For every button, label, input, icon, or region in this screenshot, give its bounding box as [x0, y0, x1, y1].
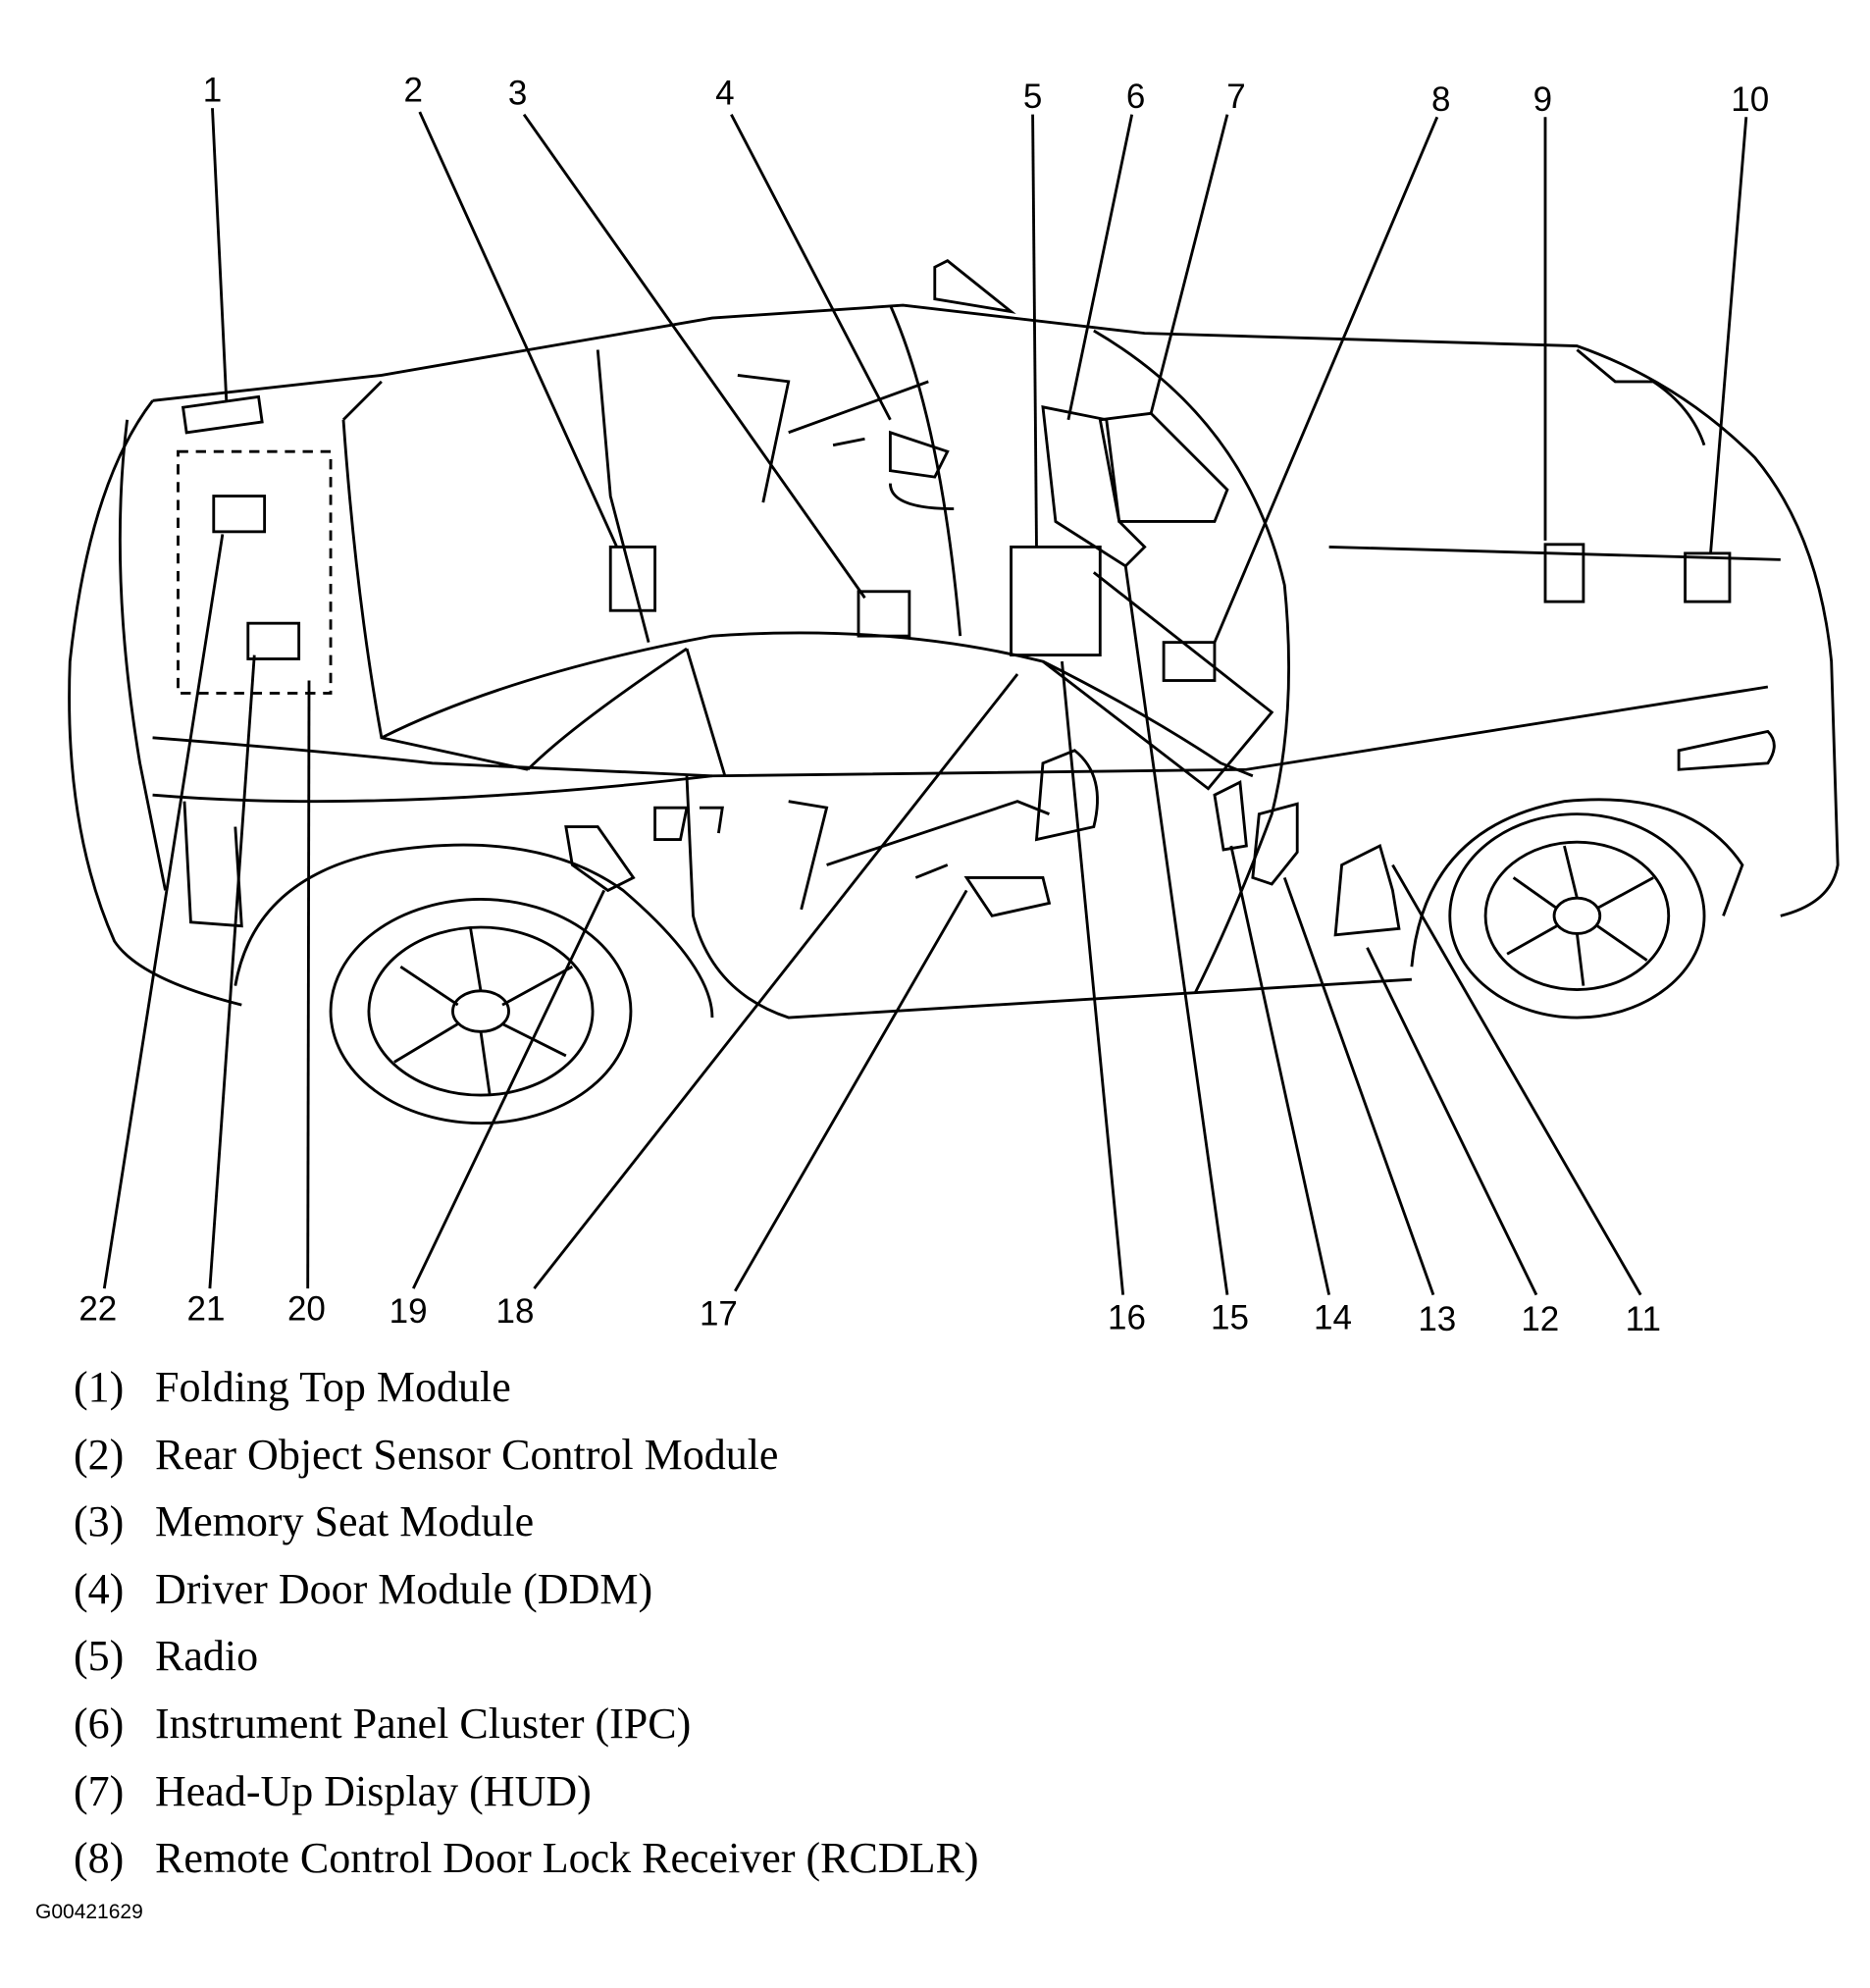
legend-item: (4) Driver Door Module (DDM) — [74, 1564, 978, 1632]
legend-item: (1) Folding Top Module — [74, 1362, 978, 1430]
callout-17: 17 — [700, 1295, 738, 1334]
legend-item: (5) Radio — [74, 1631, 978, 1699]
callout-21: 21 — [187, 1290, 226, 1329]
callout-6: 6 — [1126, 78, 1145, 116]
legend-text: Instrument Panel Cluster (IPC) — [155, 1699, 692, 1748]
callout-20: 20 — [287, 1290, 326, 1329]
vehicle-module-locator-diagram: 1 2 3 4 5 6 7 8 9 10 22 21 20 19 18 17 1… — [68, 72, 1840, 1338]
memory-seat-module-shape — [857, 590, 911, 638]
figure-id: G00421629 — [35, 1901, 143, 1923]
callout-10: 10 — [1731, 80, 1769, 119]
callout-4: 4 — [715, 74, 734, 112]
legend-text: Folding Top Module — [155, 1363, 511, 1411]
legend-number: (3) — [74, 1497, 125, 1546]
callout-3: 3 — [508, 74, 527, 112]
callout-2: 2 — [404, 72, 423, 110]
legend-text: Radio — [155, 1632, 259, 1681]
callout-numbers: 1 2 3 4 5 6 7 8 9 10 22 21 20 19 18 17 1… — [78, 72, 1769, 1338]
car-body-outline — [68, 259, 1840, 1020]
callout-9: 9 — [1533, 80, 1552, 119]
legend-item: (2) Rear Object Sensor Control Module — [74, 1430, 978, 1497]
callout-1: 1 — [203, 72, 222, 110]
legend-text: Memory Seat Module — [155, 1497, 535, 1546]
callout-15: 15 — [1211, 1299, 1249, 1337]
rear-object-sensor-module-shape — [608, 545, 657, 612]
callout-19: 19 — [390, 1292, 428, 1331]
rcdlr-shape — [1162, 641, 1217, 682]
front-wheel — [234, 843, 714, 1125]
legend-number: (4) — [74, 1564, 125, 1613]
legend-number: (8) — [74, 1834, 125, 1883]
callout-14: 14 — [1314, 1299, 1352, 1337]
legend-text: Rear Object Sensor Control Module — [155, 1430, 779, 1479]
rear-wheel — [1410, 798, 1744, 1020]
callout-11: 11 — [1626, 1300, 1661, 1338]
legend-text: Driver Door Module (DDM) — [155, 1564, 653, 1613]
dashed-area — [177, 449, 333, 695]
legend-item: (8) Remote Control Door Lock Receiver (RC… — [74, 1833, 978, 1901]
legend-text: Head-Up Display (HUD) — [155, 1766, 592, 1815]
folding-top-module-shape — [181, 394, 264, 435]
legend-number: (2) — [74, 1430, 125, 1479]
radio-shape — [1010, 545, 1102, 657]
modules — [177, 373, 1732, 937]
callout-12: 12 — [1521, 1300, 1559, 1338]
legend-list: (1) Folding Top Module (2) Rear Object Sen… — [74, 1362, 978, 1901]
legend-number: (1) — [74, 1363, 125, 1411]
leader-lines — [102, 108, 1748, 1296]
legend-text: Remote Control Door Lock Receiver (RCDLR… — [155, 1834, 979, 1883]
legend-number: (5) — [74, 1632, 125, 1681]
legend-number: (6) — [74, 1699, 125, 1748]
callout-22: 22 — [78, 1290, 117, 1329]
callout-16: 16 — [1108, 1299, 1146, 1337]
callout-7: 7 — [1226, 78, 1245, 116]
legend-item: (6) Instrument Panel Cluster (IPC) — [74, 1699, 978, 1766]
callout-18: 18 — [496, 1292, 535, 1331]
head-up-display-shape — [1098, 411, 1229, 523]
callout-13: 13 — [1418, 1300, 1456, 1338]
callout-5: 5 — [1023, 78, 1042, 116]
legend-item: (3) Memory Seat Module — [74, 1496, 978, 1564]
legend-number: (7) — [74, 1766, 125, 1815]
legend-item: (7) Head-Up Display (HUD) — [74, 1766, 978, 1834]
driver-door-module-shape — [737, 373, 955, 510]
instrument-panel-cluster-shape — [1041, 405, 1147, 568]
callout-8: 8 — [1431, 80, 1450, 119]
